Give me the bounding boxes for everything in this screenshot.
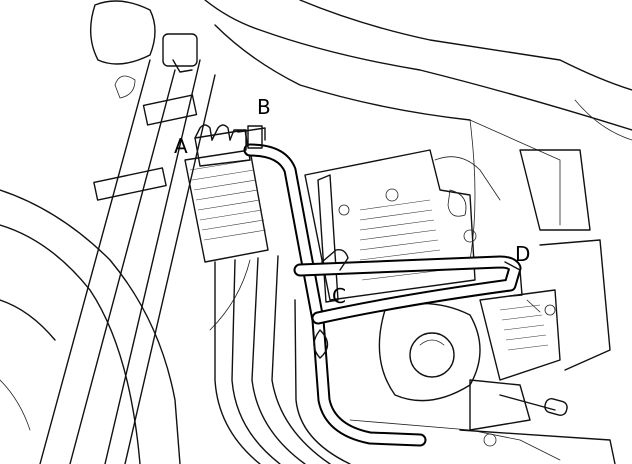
upper-frame [204, 0, 632, 261]
footpeg-assembly [459, 379, 616, 464]
front-fender [0, 189, 251, 464]
engine [304, 149, 611, 402]
mounting-point-c [321, 248, 349, 271]
headlight [90, 0, 198, 73]
mounting-point-a [194, 124, 247, 151]
exhaust-pipes [214, 255, 561, 464]
mounting-point-d [504, 261, 541, 313]
label-b: B [257, 95, 271, 119]
label-a: A [174, 134, 188, 158]
mounting-point-b [237, 125, 266, 149]
label-c: C [332, 284, 346, 308]
front-fork [39, 59, 216, 464]
label-d: D [515, 242, 531, 266]
